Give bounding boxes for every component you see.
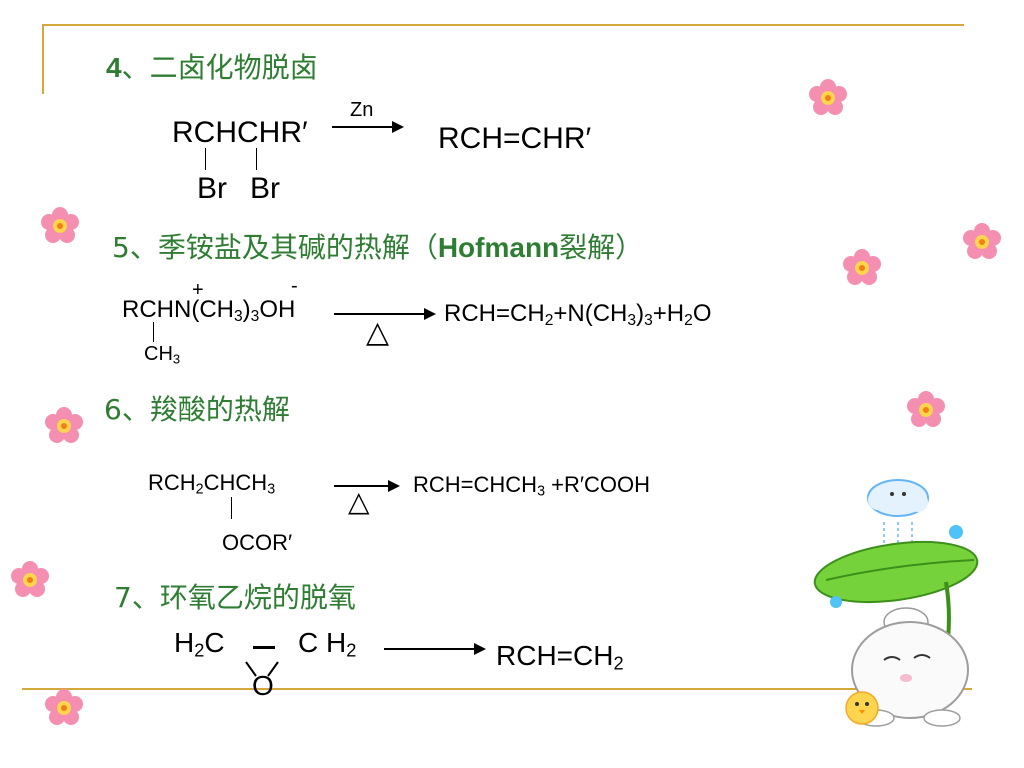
s4-reactant: RCHCHR′ <box>172 116 308 149</box>
s4-br-1: Br <box>197 172 227 205</box>
section-5-prefix: 5、季铵盐及其碱的热解（ <box>112 231 438 264</box>
s5-substituent: CH3 <box>144 343 181 367</box>
chick-icon <box>845 691 879 725</box>
section-4-sep: 、 <box>121 51 150 84</box>
section-6-heading: 6、羧酸的热解 <box>104 393 290 426</box>
s7-epoxide-bonds <box>245 661 279 677</box>
s4-reagent: Zn <box>350 99 374 121</box>
s4-arrow <box>332 121 404 133</box>
s4-bond-2 <box>256 148 257 170</box>
s5-bond <box>153 322 154 342</box>
s5-minus-charge: - <box>291 275 298 297</box>
s6-reactant: RCH2CHCH3 <box>148 470 276 498</box>
s4-bond-1 <box>205 148 206 170</box>
top-rule <box>42 24 964 26</box>
bunny-leaf-umbrella-icon <box>813 479 979 727</box>
s6-arrow <box>334 480 400 492</box>
flower-icon <box>843 249 881 285</box>
section-7-heading: 7、环氧乙烷的脱氧 <box>114 581 356 614</box>
s7-reactant-right: C H2 <box>298 627 357 661</box>
s4-product: RCH=CHR′ <box>438 122 592 155</box>
section-4-heading: 4、二卤化物脱卤 <box>106 46 318 86</box>
s6-condition: △ <box>348 486 370 517</box>
s6-substituent: OCOR′ <box>222 530 293 555</box>
s6-bond <box>231 497 232 519</box>
s7-oxygen: O <box>252 670 274 701</box>
s7-product: RCH=CH2 <box>496 640 624 674</box>
s5-product: RCH=CH2+N(CH3)3+H2O <box>444 300 712 329</box>
s5-plus-charge: + <box>192 279 204 301</box>
s5-reactant: RCHN(CH3)3OH <box>122 296 296 325</box>
s7-cc-bond <box>253 646 275 649</box>
cloud-icon <box>867 479 929 554</box>
s5-arrow <box>334 308 436 320</box>
flower-icon <box>809 79 847 115</box>
s6-product: RCH=CHCH3 +R′COOH <box>413 472 650 500</box>
s7-reactant-left: H2C <box>174 627 225 661</box>
bottom-rule <box>22 688 972 690</box>
left-rule <box>42 24 44 94</box>
flower-icon <box>11 561 49 597</box>
flower-icon <box>41 207 79 243</box>
section-5-bold: Hofmann <box>437 232 560 263</box>
section-5-suffix: 裂解） <box>559 231 644 264</box>
flower-icon <box>45 407 83 443</box>
section-4-number: 4 <box>106 52 122 83</box>
flower-icon <box>45 689 83 725</box>
section-5-heading: 5、季铵盐及其碱的热解（Hofmann裂解） <box>112 226 643 266</box>
s5-condition: △ <box>366 316 390 349</box>
flower-icon <box>907 391 945 427</box>
s4-br-2: Br <box>250 172 280 205</box>
section-4-title: 二卤化物脱卤 <box>149 51 318 84</box>
s7-arrow <box>384 643 486 655</box>
flower-icon <box>963 223 1001 259</box>
